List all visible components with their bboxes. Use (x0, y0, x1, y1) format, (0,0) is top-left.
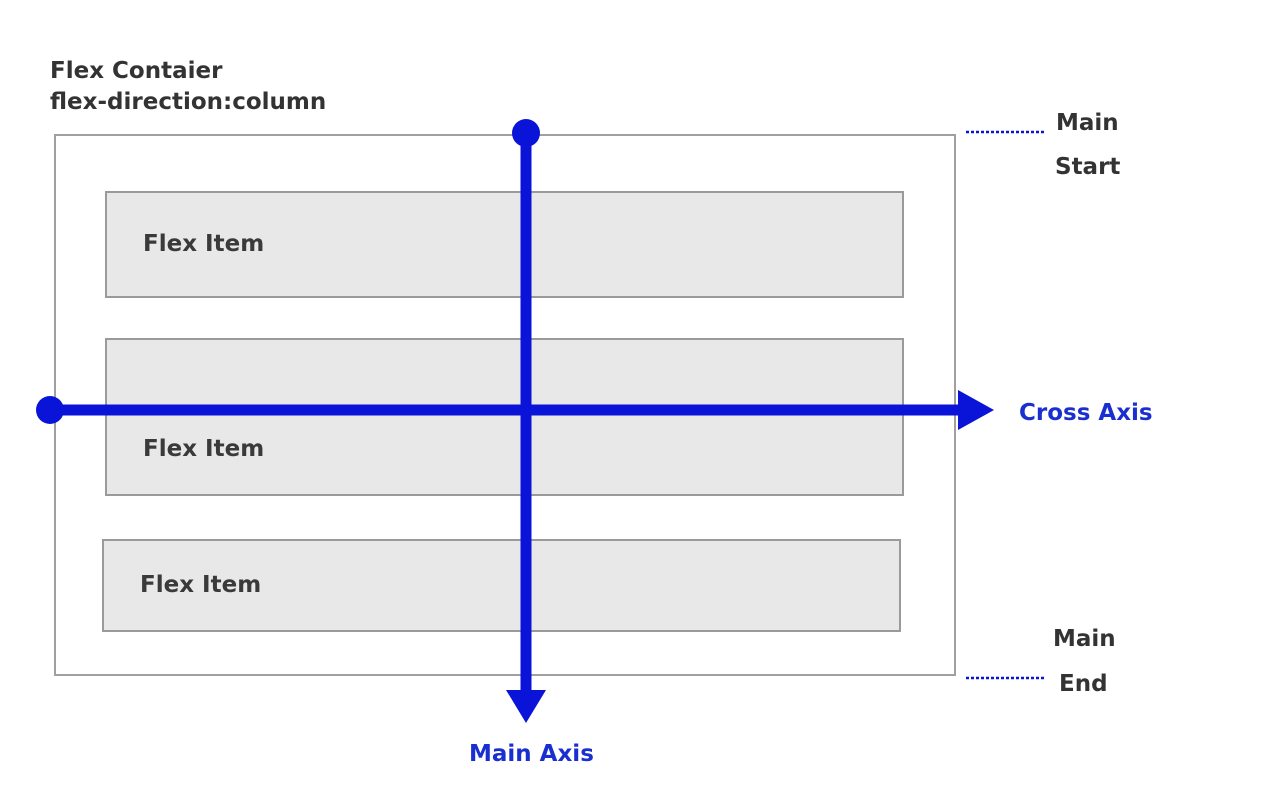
flex-item-2: Flex Item (105, 338, 904, 496)
main-axis-label: Main Axis (469, 741, 594, 767)
main-start-label-line2: Start (1055, 154, 1121, 180)
cross-axis-label: Cross Axis (1019, 400, 1153, 426)
main-axis-arrowhead (506, 690, 546, 723)
flex-item-3-label: Flex Item (140, 572, 262, 598)
cross-axis-start-dot (36, 396, 64, 424)
flex-item-1-label: Flex Item (143, 231, 265, 257)
main-end-label-line1: Main (1053, 626, 1116, 652)
main-end-label-line2: End (1059, 671, 1108, 697)
title-line-container: Flex Contaier (50, 58, 223, 84)
main-axis-start-dot (512, 119, 540, 147)
cross-axis-arrowhead (958, 390, 994, 430)
diagram-title: Flex Contaier flex-direction:column (50, 56, 326, 118)
flex-item-2-label: Flex Item (143, 436, 265, 462)
flex-item-1: Flex Item (105, 191, 904, 298)
title-line-direction: flex-direction:column (50, 89, 327, 115)
flex-item-3: Flex Item (102, 539, 901, 632)
main-start-label-line1: Main (1056, 110, 1119, 136)
